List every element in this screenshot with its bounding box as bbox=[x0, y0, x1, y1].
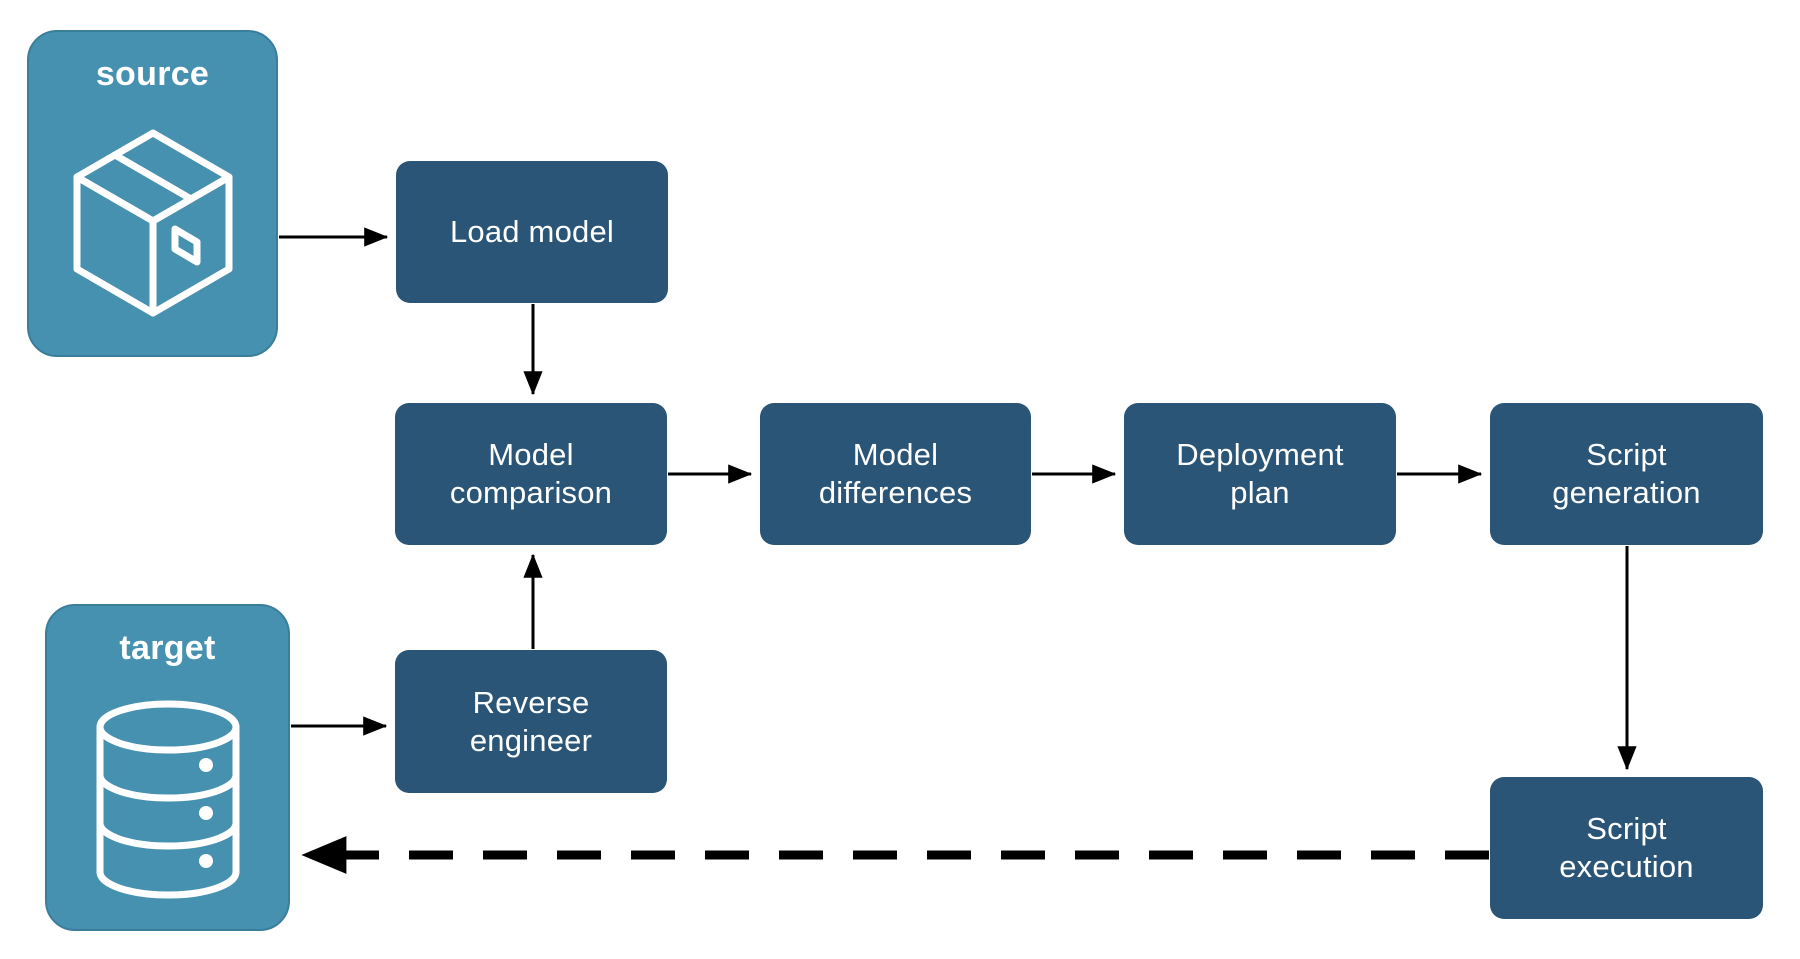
process-label-script-execution: Script execution bbox=[1559, 810, 1694, 886]
target-icon-wrap bbox=[47, 669, 288, 929]
process-node-load-model[interactable]: Load model bbox=[396, 161, 668, 303]
process-label-model-differences: Model differences bbox=[819, 436, 972, 512]
label-line: generation bbox=[1552, 475, 1701, 510]
process-node-script-execution[interactable]: Script execution bbox=[1490, 777, 1763, 919]
process-node-model-comparison[interactable]: Model comparison bbox=[395, 403, 667, 545]
process-label-reverse-engineer: Reverse engineer bbox=[470, 684, 592, 760]
label-line: Script bbox=[1586, 811, 1667, 847]
box-label-icon bbox=[171, 225, 200, 266]
process-label-model-comparison: Model comparison bbox=[450, 436, 612, 512]
process-label-deployment-plan: Deployment plan bbox=[1176, 436, 1343, 512]
label-line: differences bbox=[818, 475, 973, 510]
label-line: comparison bbox=[449, 475, 613, 510]
process-label-load-model: Load model bbox=[450, 213, 614, 251]
label-line: Model bbox=[488, 437, 574, 473]
label-line: Script bbox=[1586, 437, 1667, 473]
source-label: source bbox=[95, 55, 210, 93]
target-label: target bbox=[119, 629, 216, 667]
source-endpoint-node[interactable]: source bbox=[27, 30, 278, 357]
process-node-deployment-plan[interactable]: Deployment plan bbox=[1124, 403, 1396, 545]
process-node-script-generation[interactable]: Script generation bbox=[1490, 403, 1763, 545]
target-endpoint-node[interactable]: target bbox=[45, 604, 290, 931]
label-line: engineer bbox=[469, 722, 593, 758]
process-label-script-generation: Script generation bbox=[1552, 436, 1701, 512]
label-line: plan bbox=[1230, 475, 1290, 510]
process-node-model-differences[interactable]: Model differences bbox=[760, 403, 1031, 545]
db-led-2-icon bbox=[198, 805, 213, 820]
db-led-3-icon bbox=[198, 853, 213, 868]
package-box-icon bbox=[73, 129, 232, 317]
label-line: Load model bbox=[449, 214, 614, 250]
label-line: Model bbox=[852, 437, 939, 473]
database-cylinder-icon bbox=[96, 700, 239, 899]
db-led-1-icon bbox=[198, 757, 213, 772]
label-line: Deployment bbox=[1176, 437, 1344, 473]
label-line: Reverse bbox=[472, 684, 590, 720]
source-icon-wrap bbox=[29, 95, 276, 355]
label-line: execution bbox=[1559, 849, 1694, 884]
process-node-reverse-engineer[interactable]: Reverse engineer bbox=[395, 650, 667, 793]
